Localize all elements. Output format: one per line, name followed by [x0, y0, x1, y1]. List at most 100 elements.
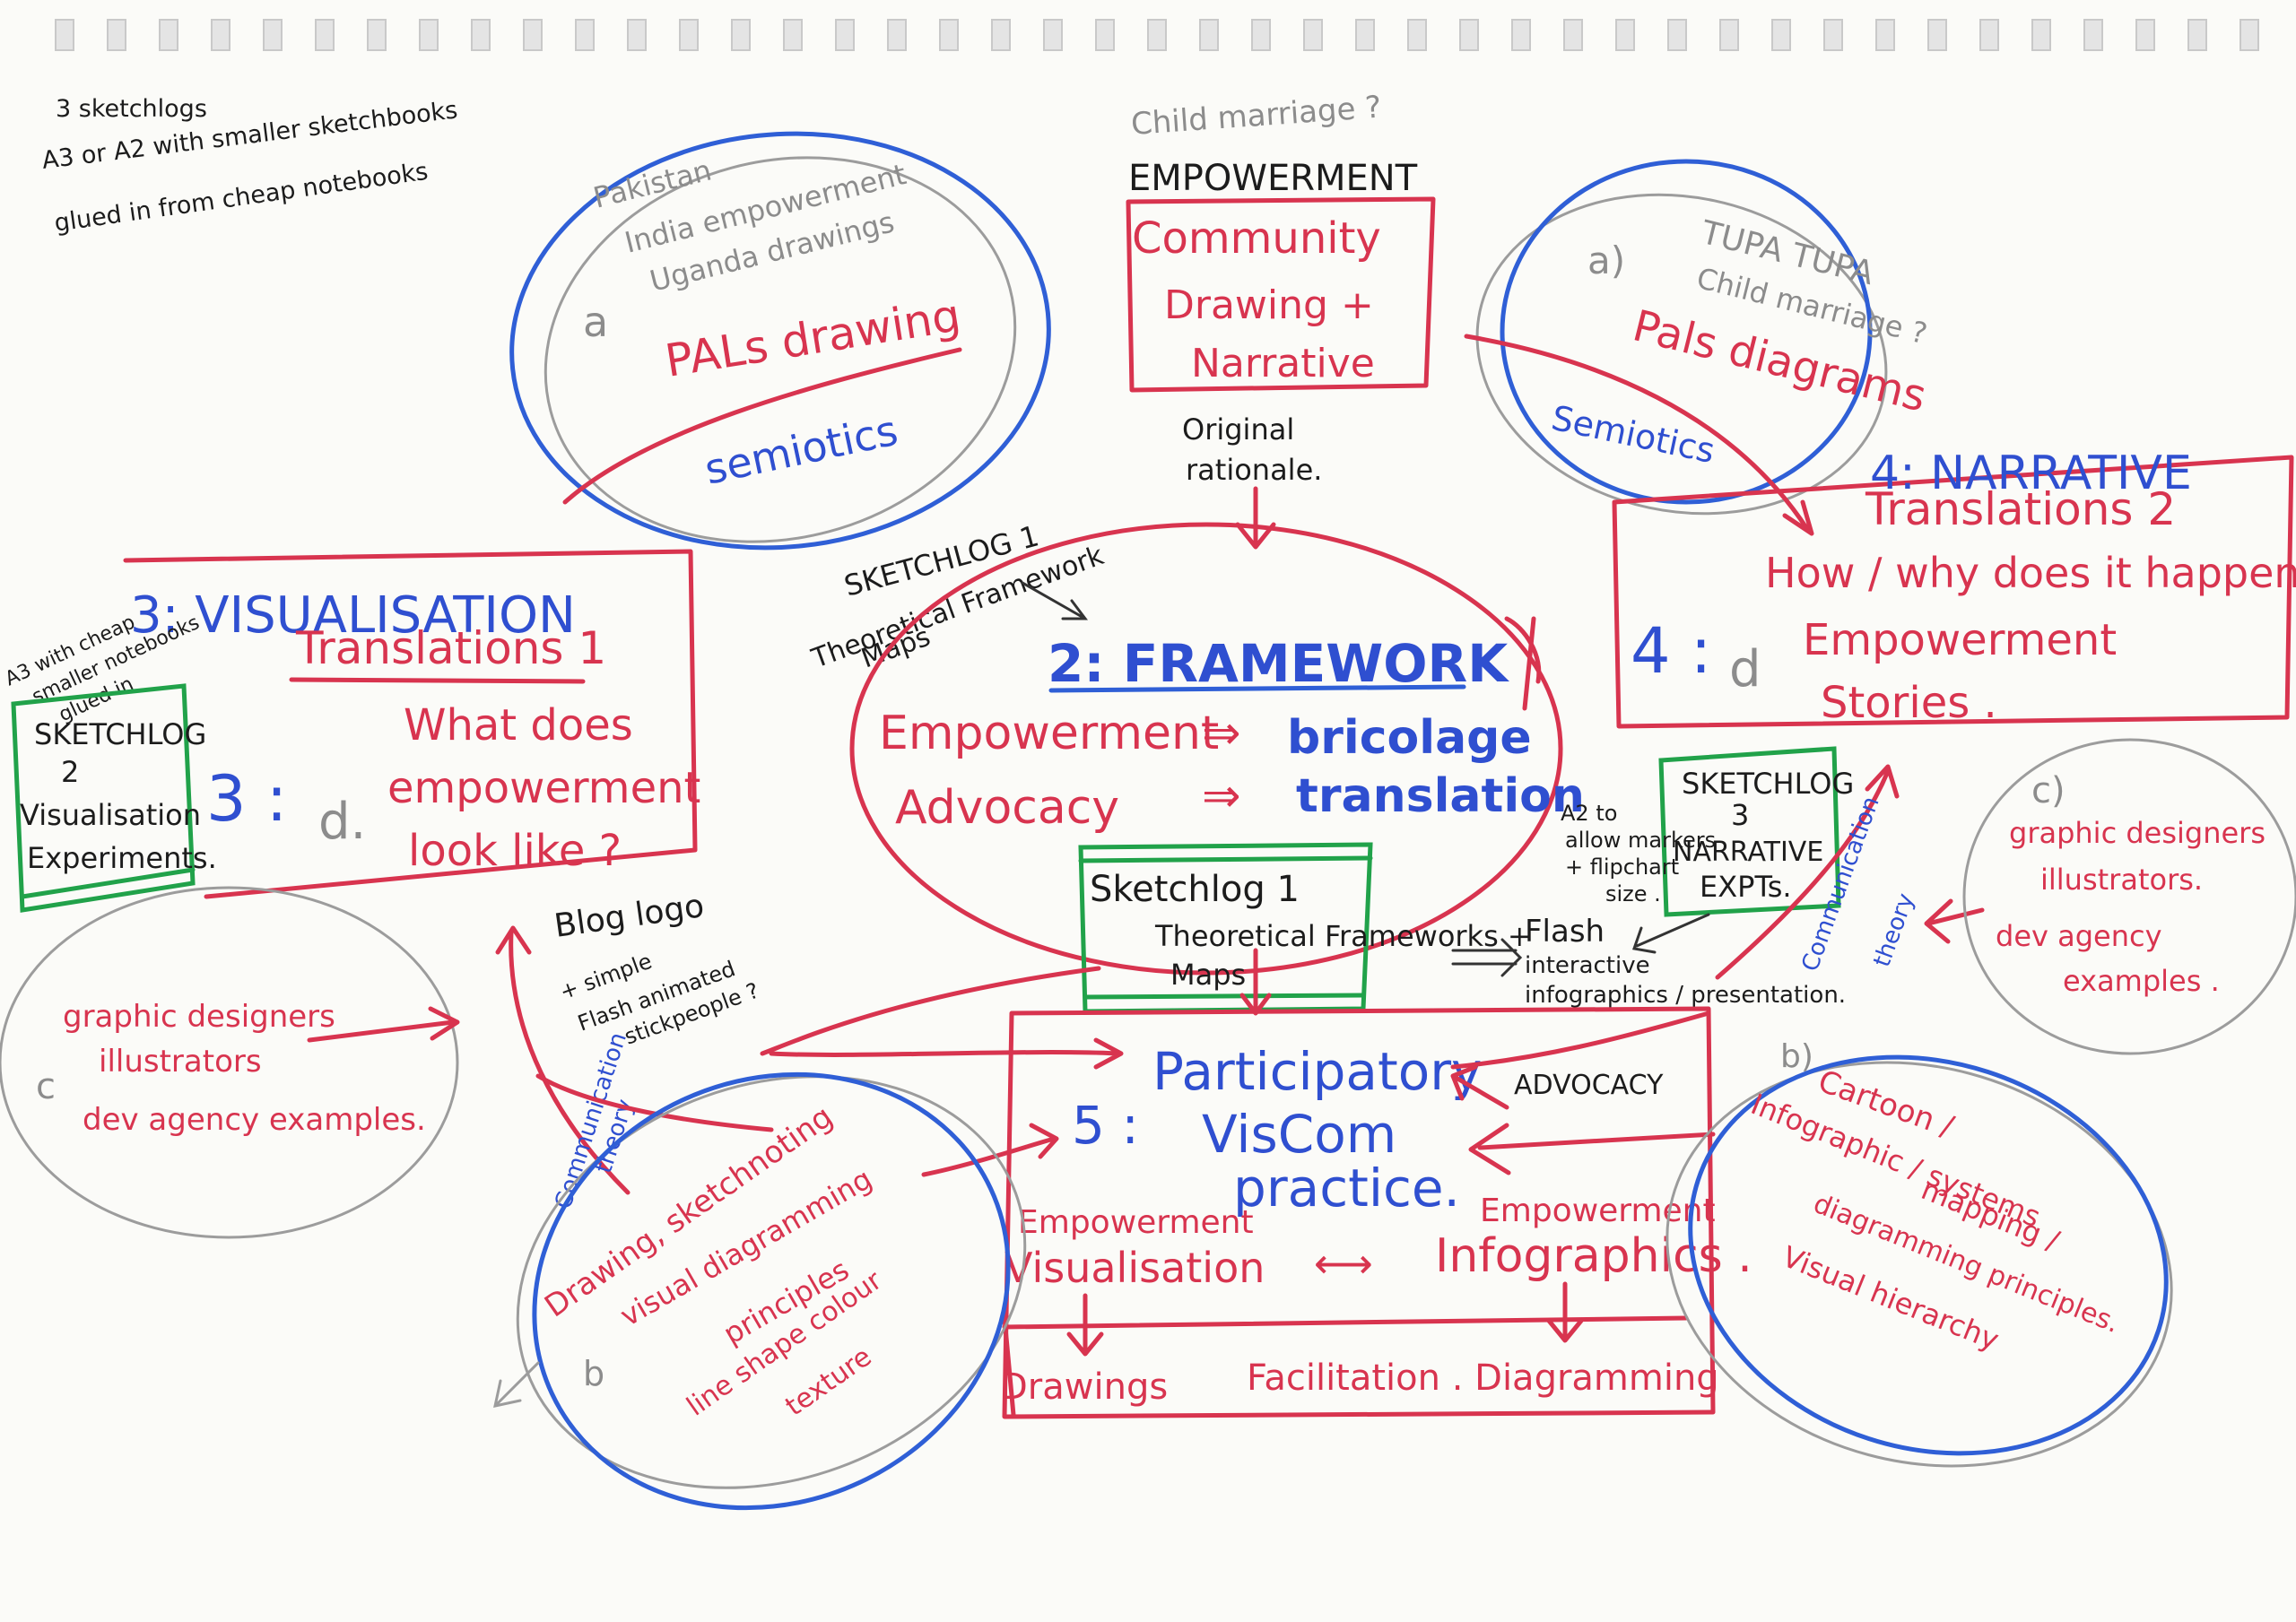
empowerment-line-2: Drawing +: [1164, 282, 1374, 328]
blog-note: Blog logo + simple Flash animated stickp…: [552, 888, 762, 1050]
binding-hole: [419, 19, 439, 51]
binding-hole: [1719, 19, 1739, 51]
bubble-c-right-line-3: dev agency: [1996, 919, 2162, 953]
binding-hole: [679, 19, 699, 51]
flash-note-3: infographics / presentation.: [1525, 982, 1846, 1009]
a2-note: A2 to allow markers + flipchart size .: [1561, 801, 1716, 906]
practice-line-3: practice.: [1233, 1158, 1460, 1219]
bubble-c-left-letter: c: [36, 1066, 56, 1107]
binding-hole: [835, 19, 855, 51]
a2-note-3: + flipchart: [1565, 854, 1679, 880]
binding-hole: [523, 19, 543, 51]
binding-hole: [1979, 19, 1999, 51]
binding-hole: [887, 19, 907, 51]
framework-row2-arrow: ⇒: [1202, 769, 1241, 823]
bubble-c-right-line-2: illustrators.: [2040, 863, 2203, 897]
binding-hole: [1303, 19, 1323, 51]
practice-left-main: Visualisation: [1004, 1244, 1265, 1292]
narrative-number: 4 :: [1631, 614, 1711, 688]
bubble-b-right-letter: b): [1780, 1038, 1813, 1075]
binding-hole: [991, 19, 1011, 51]
bubble-a-right-blue: Semiotics: [1548, 398, 1718, 471]
binding-hole: [55, 19, 74, 51]
binding-hole: [575, 19, 595, 51]
binding-hole: [1251, 19, 1271, 51]
practice-bottom-right: Facilitation . Diagramming: [1247, 1357, 1719, 1399]
framework-row1-arrow: ⇒: [1202, 707, 1241, 760]
practice-number: 5 :: [1072, 1095, 1139, 1156]
binding-hole: [1147, 19, 1167, 51]
narrative-subtitle: Translations 2: [1865, 483, 2176, 535]
visualisation-number: 3 :: [206, 762, 287, 836]
framework-row1-left: Empowerment: [879, 707, 1219, 760]
sketchlog3-box: SKETCHLOG 3 NARRATIVE EXPTs.: [1658, 746, 1854, 917]
binding-hole: [939, 19, 959, 51]
visualisation-letter: d.: [318, 793, 366, 851]
empowerment-note-2: rationale.: [1186, 453, 1322, 487]
connector-right-communication: Communication: [1796, 794, 1884, 976]
binding-hole: [315, 19, 335, 51]
bubble-a-left: Pakistan India empowerment Uganda drawin…: [509, 131, 1051, 551]
binding-hole: [211, 19, 230, 51]
bubble-a-right-letter: a): [1587, 239, 1625, 282]
binding-hole: [1095, 19, 1115, 51]
a2-note-4: size .: [1605, 881, 1661, 906]
binding-hole: [1823, 19, 1843, 51]
bubble-a-letter: a: [583, 298, 608, 346]
binding-hole: [1563, 19, 1583, 51]
sketchlog2-line-2: 2: [61, 755, 79, 789]
link-curves: [760, 616, 1542, 1070]
bubble-c-left-line-3: dev agency examples.: [83, 1102, 426, 1138]
sketchlog3-line-3: NARRATIVE: [1673, 837, 1823, 868]
a2-note-1: A2 to: [1561, 801, 1617, 826]
sketchlog3-line-1: SKETCHLOG: [1682, 767, 1854, 801]
a2-note-2: allow markers: [1565, 828, 1716, 853]
flash-note-1: Flash: [1525, 914, 1605, 950]
connector-right-theory: theory: [1868, 890, 1919, 971]
binding-hole: [1875, 19, 1895, 51]
binding-hole: [1199, 19, 1219, 51]
binding-hole: [107, 19, 126, 51]
sketchlog2-line-4: Experiments.: [27, 841, 217, 875]
bubble-c-left-line-2: illustrators: [99, 1044, 262, 1080]
bubble-c-right-line-1: graphic designers: [2009, 816, 2266, 850]
narrative-node: 4: NARRATIVE Translations 2 How / why do…: [1612, 447, 2296, 729]
binding-hole: [2031, 19, 2051, 51]
binding-hole: [2187, 19, 2207, 51]
practice-advocacy: ADVOCACY: [1514, 1070, 1664, 1101]
framework-title: 2: FRAMEWORK: [1048, 633, 1509, 694]
binding-hole: [367, 19, 387, 51]
framework-row1-right: bricolage: [1287, 711, 1532, 765]
binding-hole: [263, 19, 283, 51]
narrative-letter: d: [1729, 640, 1761, 698]
flash-note: Flash interactive infographics / present…: [1451, 913, 1846, 1009]
empowerment-question: Child marriage ?: [1130, 90, 1383, 143]
binding-hole: [783, 19, 803, 51]
bubble-c-right-line-4: examples .: [2063, 964, 2220, 998]
binding-hole: [627, 19, 647, 51]
narrative-line-1: Empowerment: [1803, 615, 2117, 665]
visualisation-question-2: empowerment: [387, 763, 700, 813]
empowerment-note-1: Original: [1182, 412, 1294, 447]
binding-hole: [1927, 19, 1947, 51]
practice-line-1: Participatory: [1152, 1041, 1482, 1102]
empowerment-node: Child marriage ? EMPOWERMENT Community D…: [1126, 90, 1436, 550]
sketchlog3-line-4: EXPTs.: [1700, 870, 1792, 904]
binding-holes: [55, 19, 2259, 51]
practice-bottom-left: Drawings: [1000, 1366, 1168, 1408]
binding-hole: [2135, 19, 2155, 51]
practice-right-main: Infographics .: [1435, 1229, 1752, 1283]
binding-hole: [1043, 19, 1063, 51]
header-note: 3 sketchlogs A3 or A2 with smaller sketc…: [40, 95, 459, 238]
framework-row2-right: translation: [1296, 769, 1585, 823]
narrative-question: How / why does it happen ?: [1765, 549, 2296, 597]
binding-hole: [1771, 19, 1791, 51]
bubble-a-red-label: PALs drawing: [662, 290, 964, 387]
binding-hole: [1667, 19, 1687, 51]
practice-double-arrow: ⟷: [1314, 1239, 1373, 1288]
practice-left-top: Empowerment: [1018, 1204, 1254, 1241]
header-note-line-3: glued in from cheap notebooks: [53, 158, 430, 238]
framework-node: 2: FRAMEWORK Empowerment ⇒ bricolage Adv…: [849, 522, 1585, 976]
